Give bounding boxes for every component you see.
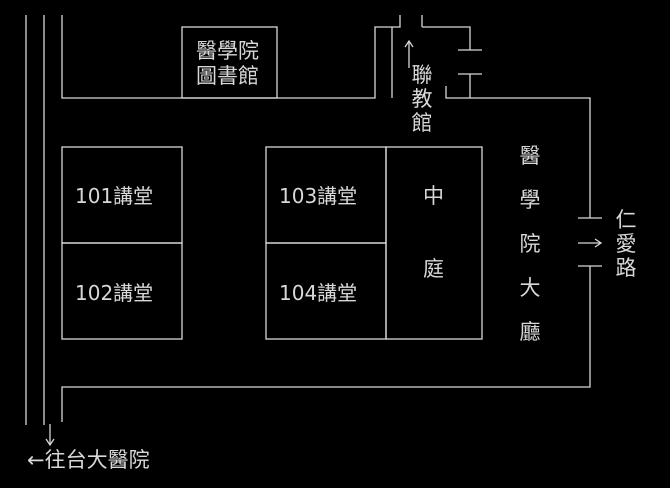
library-label-line2: 圖書館 — [196, 64, 259, 88]
arrow-down-icon — [45, 424, 55, 447]
room-104-label: 104講堂 — [279, 281, 358, 305]
building-top-wall — [61, 15, 401, 99]
room-101-label: 101講堂 — [75, 184, 154, 208]
building-right-wall — [470, 97, 591, 218]
to-ntuh-label: ←往台大醫院 — [27, 448, 150, 472]
renai-road-label: 仁愛路 — [615, 208, 637, 280]
library-box — [181, 26, 278, 99]
courtyard-box — [385, 146, 483, 340]
arrow-right-icon — [578, 238, 603, 248]
room-103-label: 103講堂 — [279, 184, 358, 208]
room-102-label: 102講堂 — [75, 281, 154, 305]
library-label-line1: 醫學院 — [196, 39, 259, 63]
building-top-right-wall — [422, 26, 471, 50]
arrow-up-icon — [404, 39, 414, 68]
courtyard-label-2: 庭 — [423, 257, 444, 281]
building-right-lower-wall — [61, 266, 591, 422]
lianjiao-label: 聯教館 — [411, 63, 433, 135]
building-right-upper-wall — [445, 74, 471, 99]
hall-label: 醫學院大廳 — [519, 144, 541, 344]
room-102-box — [61, 242, 183, 340]
courtyard-label-1: 中 — [423, 184, 444, 208]
